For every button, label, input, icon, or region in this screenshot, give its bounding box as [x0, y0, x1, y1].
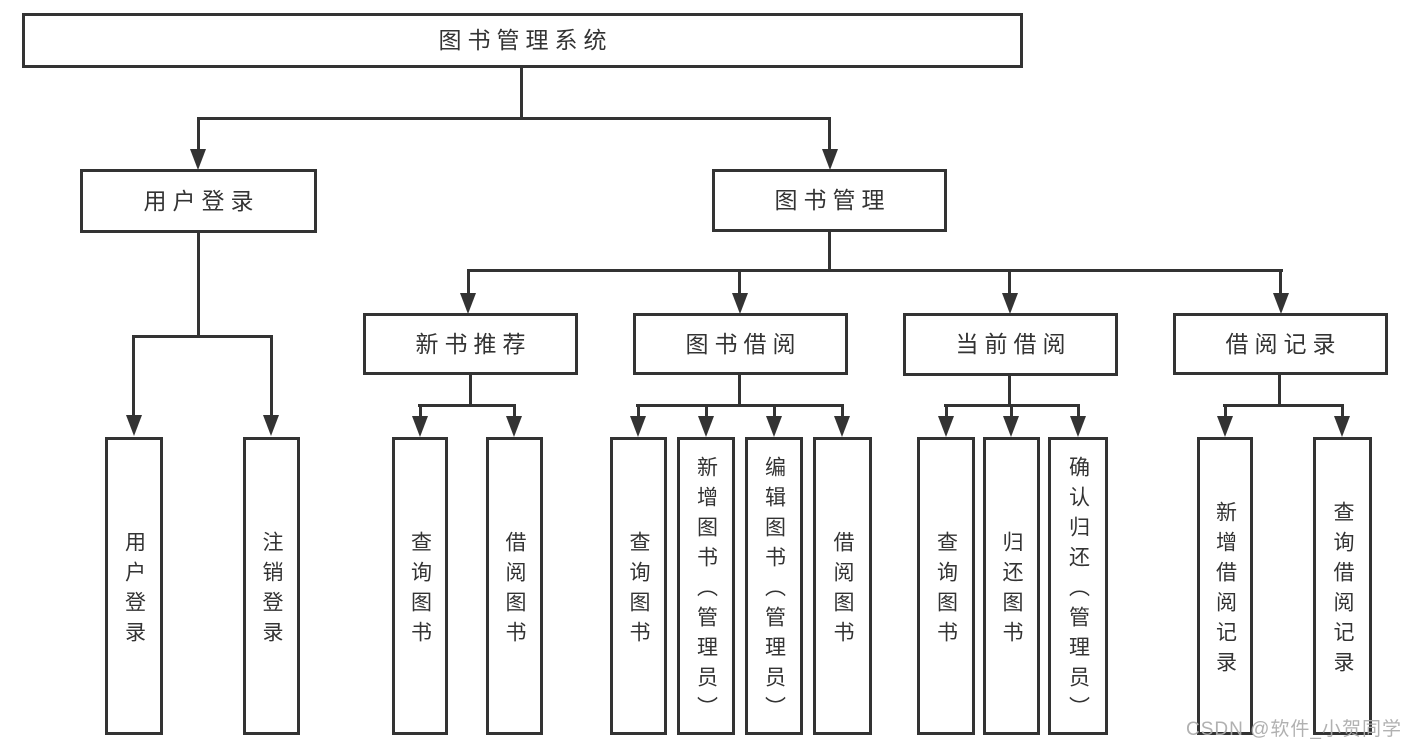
leaf-query-book-2: 查询图书: [610, 437, 667, 735]
arrow-down-icon: [263, 415, 279, 436]
arrow-down-icon: [834, 416, 850, 437]
leaf-query-book-1-label: 查询图书: [408, 530, 432, 651]
arrow-down-icon: [460, 293, 476, 314]
node-root-label: 图书管理系统: [438, 27, 613, 53]
node-new-book-recommend: 新书推荐: [363, 313, 578, 375]
arrow-down-icon: [126, 415, 142, 436]
connector-line: [828, 119, 831, 151]
leaf-borrow-book-2: 借阅图书: [813, 437, 872, 735]
leaf-return-book: 归还图书: [983, 437, 1040, 735]
arrow-down-icon: [190, 149, 206, 170]
connector-line: [197, 119, 200, 151]
connector-line: [467, 271, 470, 295]
connector-line: [738, 271, 741, 295]
connector-line: [197, 233, 200, 337]
node-new-book-recommend-label: 新书推荐: [415, 330, 532, 357]
leaf-confirm-return-admin: 确认归还（管理员）: [1048, 437, 1108, 735]
leaf-borrow-book-1-label: 借阅图书: [503, 530, 526, 651]
connector-line: [1224, 406, 1227, 418]
node-user-login: 用户登录: [80, 169, 317, 233]
connector-line: [1341, 406, 1344, 418]
leaf-borrow-book-1: 借阅图书: [486, 437, 543, 735]
connector-line: [944, 404, 1080, 407]
connector-line: [636, 404, 844, 407]
leaf-query-borrow-record-label: 查询借阅记录: [1331, 500, 1354, 681]
connector-line: [520, 68, 523, 120]
connector-line: [841, 406, 844, 418]
node-root: 图书管理系统: [22, 13, 1023, 68]
leaf-logout: 注销登录: [243, 437, 300, 735]
connector-line: [132, 335, 273, 338]
leaf-query-borrow-record: 查询借阅记录: [1313, 437, 1372, 735]
arrow-down-icon: [1070, 416, 1086, 437]
connector-line: [705, 406, 708, 418]
node-current-borrow: 当前借阅: [903, 313, 1118, 376]
connector-line: [513, 406, 516, 418]
connector-line: [132, 337, 135, 417]
leaf-query-book-2-label: 查询图书: [627, 530, 650, 651]
connector-line: [419, 406, 422, 418]
leaf-edit-book-admin-label: 编辑图书（管理员）: [762, 455, 786, 726]
leaf-user-login-label: 用户登录: [122, 530, 146, 651]
leaf-query-book-3-label: 查询图书: [934, 530, 958, 651]
leaf-edit-book-admin: 编辑图书（管理员）: [745, 437, 803, 735]
node-borrow-record: 借阅记录: [1173, 313, 1388, 375]
connector-line: [1279, 271, 1282, 295]
arrow-down-icon: [630, 416, 646, 437]
leaf-user-login: 用户登录: [105, 437, 163, 735]
connector-line: [418, 404, 516, 407]
leaf-add-book-admin-label: 新增图书（管理员）: [694, 455, 718, 726]
node-book-management-label: 图书管理: [774, 187, 891, 213]
connector-line: [1077, 406, 1080, 418]
leaf-add-borrow-record: 新增借阅记录: [1197, 437, 1253, 735]
node-user-login-label: 用户登录: [143, 187, 260, 214]
node-book-management: 图书管理: [712, 169, 947, 232]
connector-line: [738, 375, 741, 406]
connector-line: [1223, 404, 1344, 407]
connector-line: [945, 406, 948, 418]
arrow-down-icon: [938, 416, 954, 437]
arrow-down-icon: [766, 416, 782, 437]
arrow-down-icon: [1334, 416, 1350, 437]
connector-line: [467, 269, 1283, 272]
leaf-confirm-return-admin-label: 确认归还（管理员）: [1066, 455, 1090, 726]
connector-line: [1278, 375, 1281, 406]
node-book-borrow: 图书借阅: [633, 313, 848, 375]
arrow-down-icon: [506, 416, 522, 437]
connector-line: [469, 375, 472, 406]
node-borrow-record-label: 借阅记录: [1225, 330, 1342, 357]
connector-line: [828, 232, 831, 271]
connector-line: [637, 406, 640, 418]
leaf-return-book-label: 归还图书: [1000, 530, 1023, 651]
leaf-add-borrow-record-label: 新增借阅记录: [1213, 500, 1237, 681]
arrow-down-icon: [1273, 293, 1289, 314]
node-current-borrow-label: 当前借阅: [955, 331, 1072, 357]
leaf-borrow-book-2-label: 借阅图书: [831, 530, 854, 651]
connector-line: [1010, 406, 1013, 418]
csdn-watermark: CSDN @软件_小贺同学: [1186, 719, 1402, 740]
arrow-down-icon: [698, 416, 714, 437]
leaf-query-book-1: 查询图书: [392, 437, 448, 735]
arrow-down-icon: [822, 149, 838, 170]
connector-line: [197, 117, 831, 120]
arrow-down-icon: [1002, 293, 1018, 314]
leaf-add-book-admin: 新增图书（管理员）: [677, 437, 735, 735]
connector-line: [1008, 375, 1011, 406]
arrow-down-icon: [732, 293, 748, 314]
connector-line: [1008, 271, 1011, 295]
arrow-down-icon: [412, 416, 428, 437]
leaf-query-book-3: 查询图书: [917, 437, 975, 735]
connector-line: [270, 337, 273, 417]
arrow-down-icon: [1003, 416, 1019, 437]
connector-line: [773, 406, 776, 418]
arrow-down-icon: [1217, 416, 1233, 437]
leaf-logout-label: 注销登录: [260, 530, 283, 651]
node-book-borrow-label: 图书借阅: [685, 330, 802, 357]
